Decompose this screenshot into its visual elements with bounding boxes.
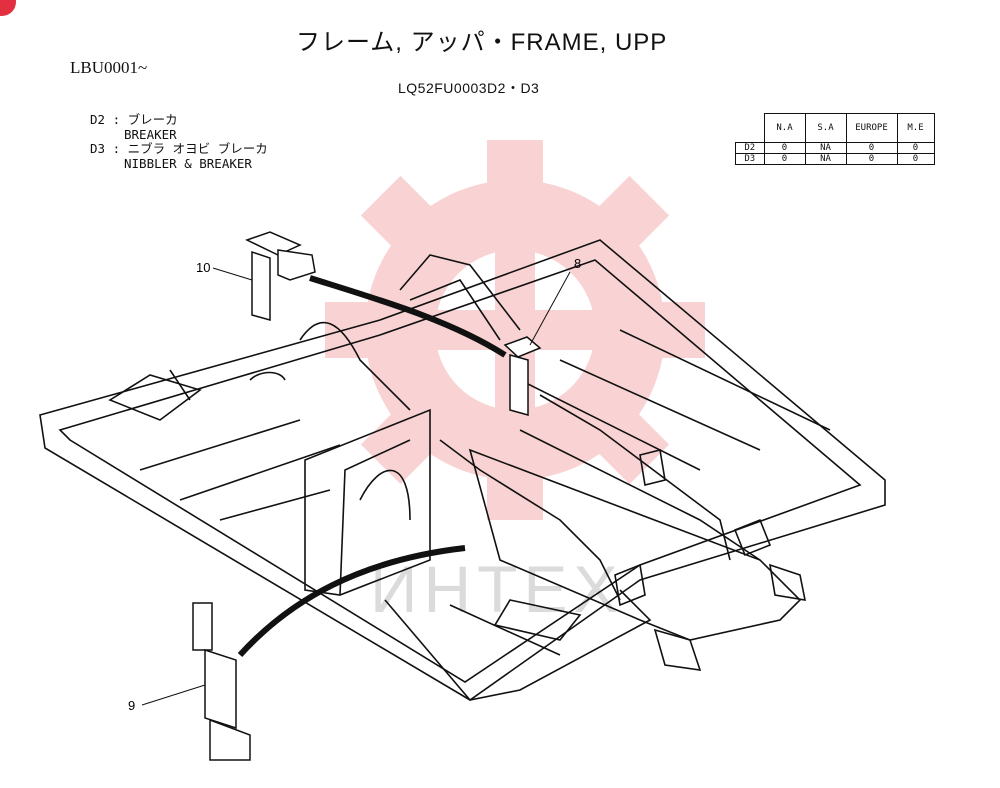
option-legend: D2 : ブレーカ BREAKER D3 : ニブラ オヨビ ブレーカ NIBB… <box>90 112 268 171</box>
arrow-to-part-8 <box>309 275 507 358</box>
header-cell: N.A <box>763 113 806 143</box>
legend-row-d3: D3 : ニブラ オヨビ ブレーカ <box>90 141 268 156</box>
part-8-bracket <box>503 336 542 416</box>
table-cell: 0 <box>896 153 935 165</box>
legend-code: D3 <box>90 141 106 156</box>
part-10-bracket <box>245 231 316 321</box>
watermark-text: ИНТЕХ <box>370 552 623 626</box>
arrow-from-part-9 <box>237 545 466 658</box>
table-cell: D3 <box>735 153 765 165</box>
callout-part-9: 9 <box>128 698 135 713</box>
legend-en: BREAKER <box>124 126 177 142</box>
leader-lines <box>141 267 571 706</box>
part-9-plate <box>192 602 251 761</box>
legend-jp: ブレーカ <box>127 112 178 127</box>
page-title: フレーム, アッパ・FRAME, UPP <box>296 29 668 56</box>
upper-frame-assembly <box>39 239 886 701</box>
watermark-gear-icon <box>325 140 705 520</box>
table-row: D3 0 NA 0 0 <box>735 153 935 165</box>
callout-part-10: 10 <box>196 260 210 275</box>
legend-en: NIBBLER & BREAKER <box>124 155 252 171</box>
drawing-code: LQ52FU0003D2・D3 <box>398 80 540 96</box>
availability-table: N.A S.A EUROPE M.E D2 0 NA 0 0 D3 0 NA 0… <box>735 113 935 165</box>
legend-code: D2 <box>90 112 106 127</box>
header-cell: S.A <box>804 113 847 143</box>
callout-part-8: 8 <box>574 256 581 271</box>
legend-jp: ニブラ オヨビ ブレーカ <box>127 141 268 156</box>
legend-row-d2: D2 : ブレーカ <box>90 112 178 127</box>
serial-range: LBU0001~ <box>70 58 148 77</box>
header-cell: M.E <box>896 113 935 143</box>
